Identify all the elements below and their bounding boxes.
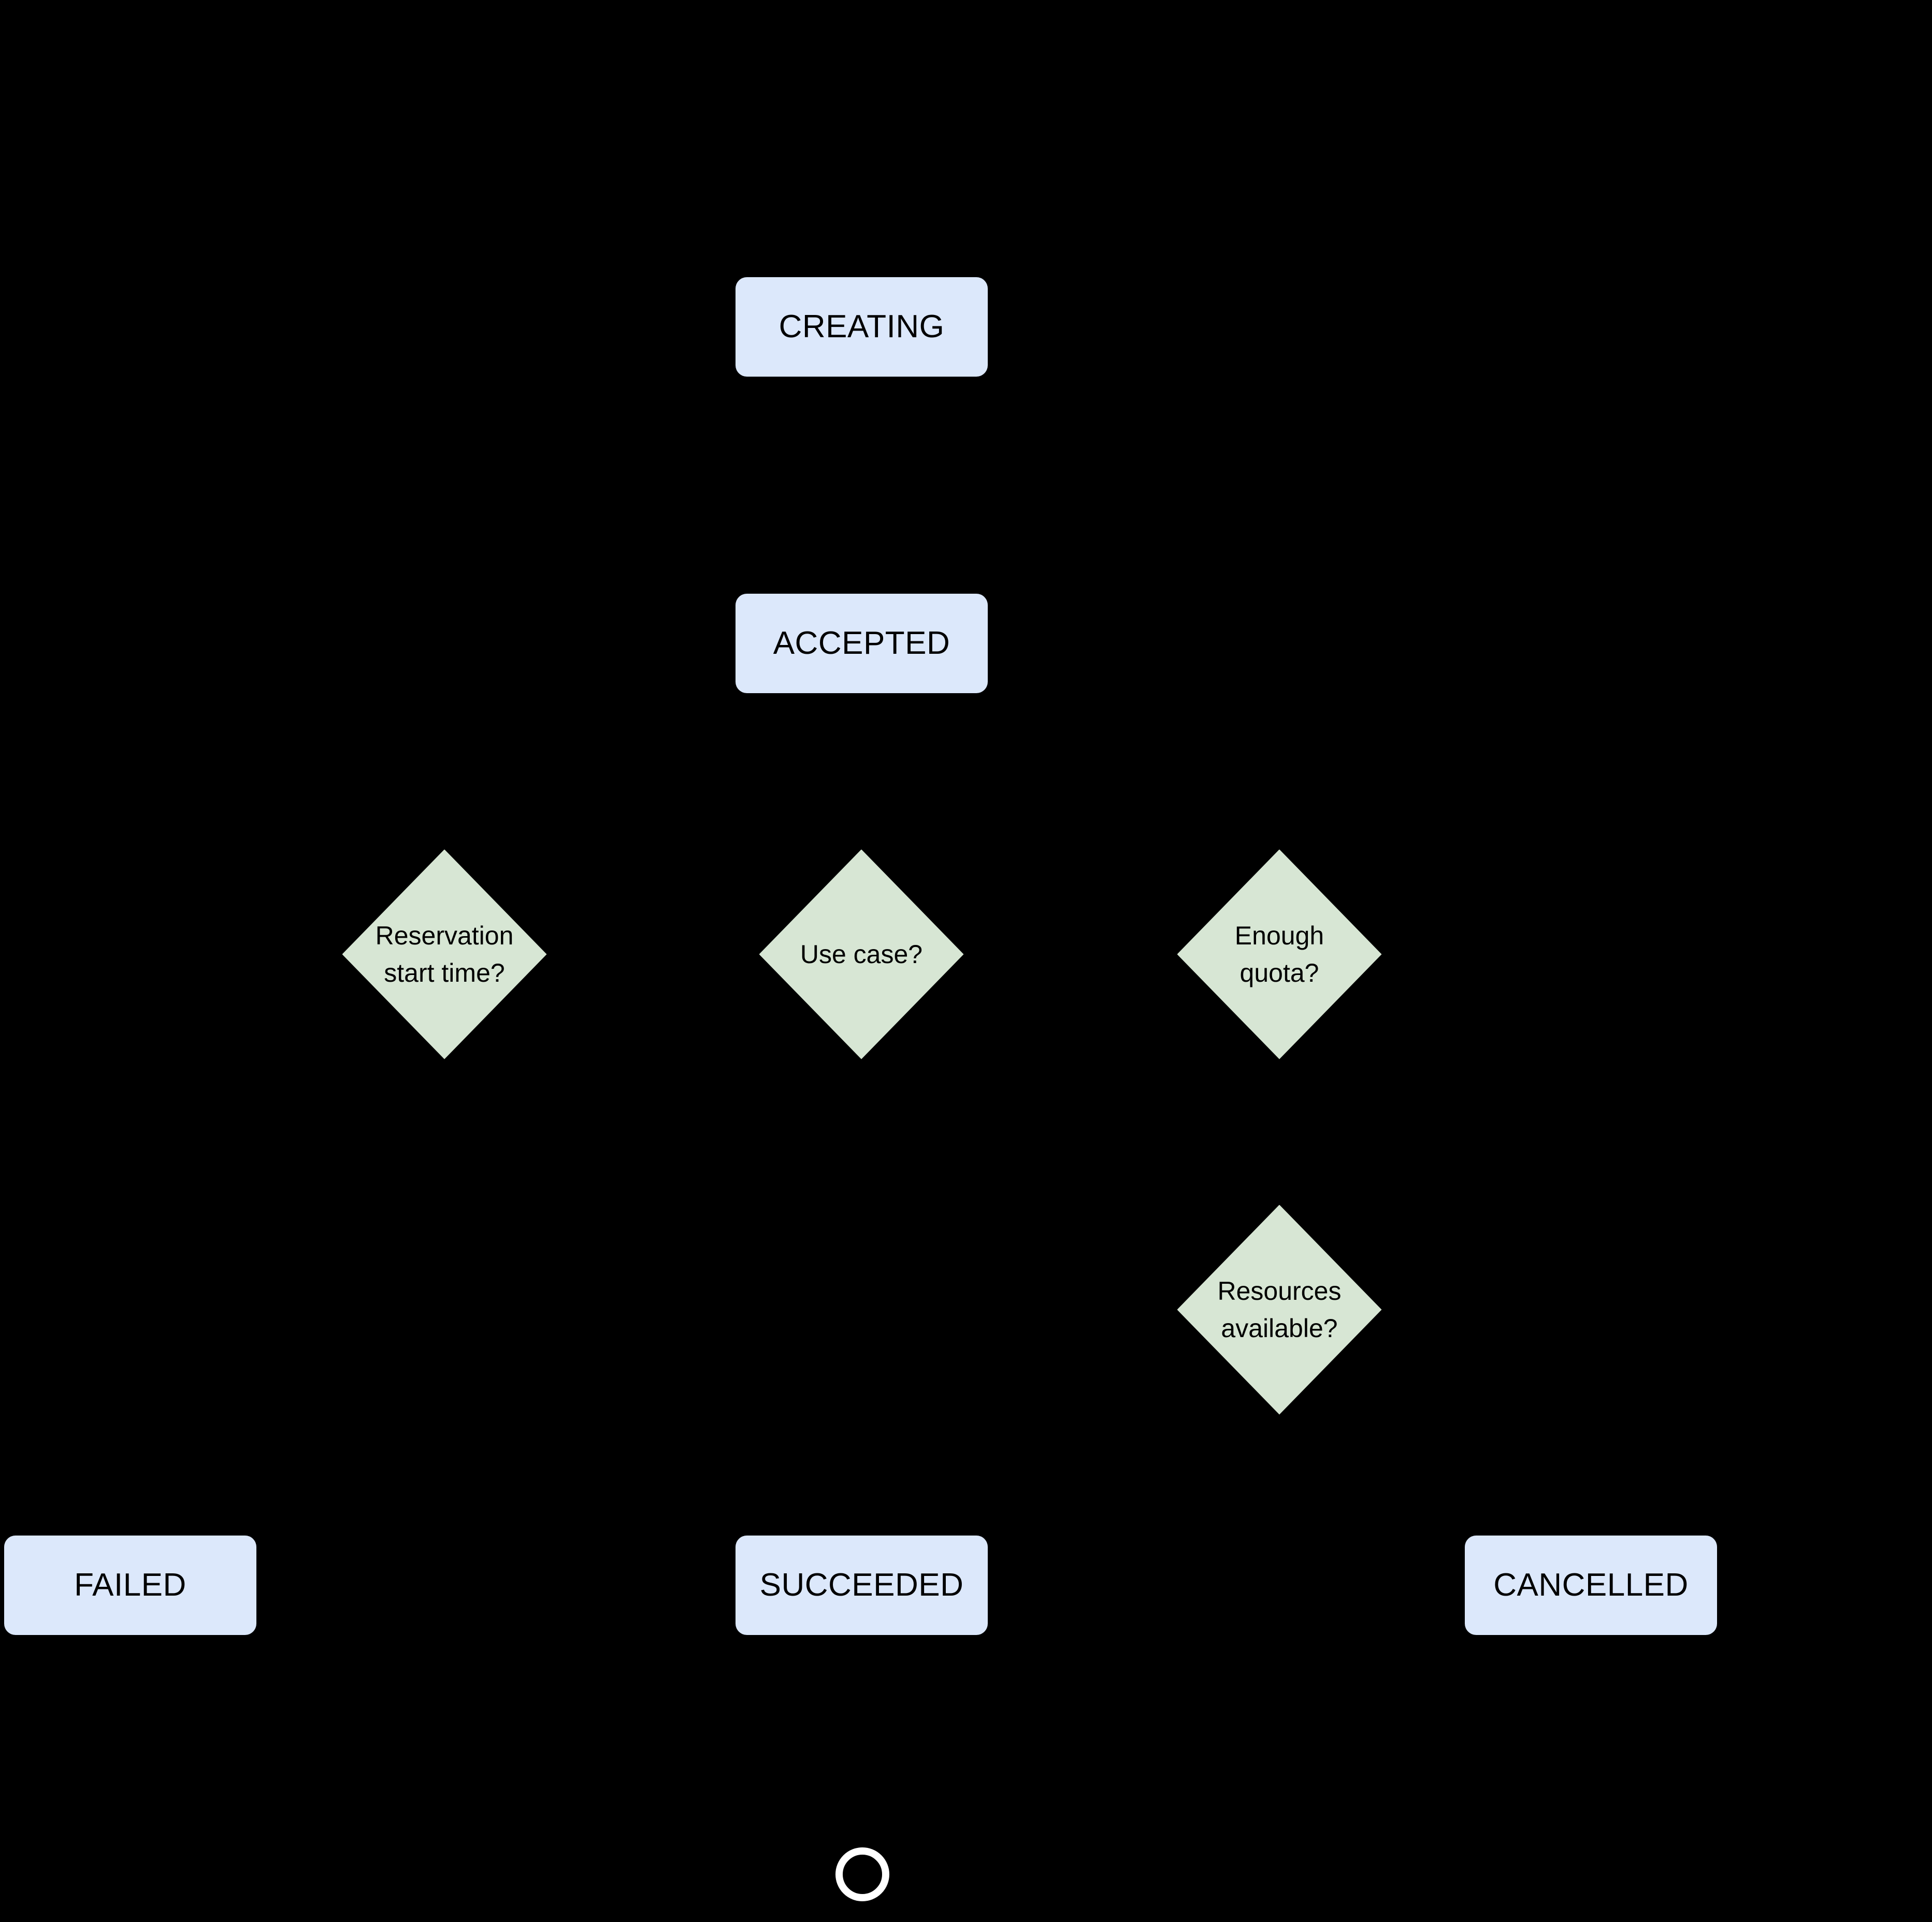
edge-reservation-start-time-to-failed bbox=[113, 1059, 446, 1543]
decision-node-resources-available[interactable]: Resources available? bbox=[1177, 1204, 1382, 1415]
decision-node-reservation-start-time[interactable]: Reservation start time? bbox=[342, 849, 547, 1059]
state-node-failed[interactable]: FAILED bbox=[4, 1536, 256, 1635]
state-node-creating[interactable]: CREATING bbox=[736, 277, 988, 377]
state-label-creating: CREATING bbox=[778, 309, 945, 345]
edge-accepted-to-reservation-start-time bbox=[428, 693, 863, 857]
state-label-failed: FAILED bbox=[74, 1567, 186, 1603]
decision-label-reservation-start-time: Reservation start time? bbox=[375, 921, 514, 988]
decision-node-enough-quota[interactable]: Enough quota? bbox=[1177, 849, 1382, 1059]
state-node-accepted[interactable]: ACCEPTED bbox=[736, 594, 988, 693]
state-label-accepted: ACCEPTED bbox=[773, 625, 950, 661]
decision-node-use-case[interactable]: Use case? bbox=[759, 849, 964, 1059]
edge-resources-available-to-cancelled bbox=[1277, 1415, 1607, 1543]
state-node-cancelled[interactable]: CANCELLED bbox=[1465, 1536, 1717, 1635]
state-node-succeeded[interactable]: SUCCEEDED bbox=[736, 1536, 988, 1635]
edge-accepted-to-enough-quota bbox=[859, 693, 1296, 857]
terminal-node-end[interactable] bbox=[835, 1847, 889, 1901]
state-label-succeeded: SUCCEEDED bbox=[759, 1567, 964, 1603]
state-label-cancelled: CANCELLED bbox=[1493, 1567, 1689, 1603]
decision-label-enough-quota: Enough quota? bbox=[1234, 921, 1324, 988]
decision-label-resources-available: Resources available? bbox=[1217, 1276, 1342, 1343]
decision-label-use-case: Use case? bbox=[800, 939, 923, 969]
